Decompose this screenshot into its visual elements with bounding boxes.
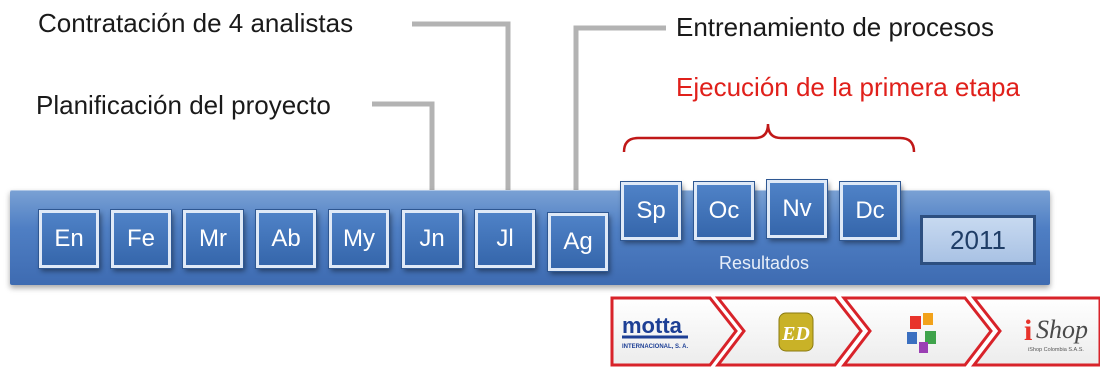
month-ab: Ab — [256, 210, 316, 268]
bracket-ejecucion — [622, 123, 916, 153]
motta-wordmark: motta — [622, 313, 683, 338]
month-fe: Fe — [111, 210, 171, 268]
callout-planificacion: Planificación del proyecto — [36, 90, 331, 120]
month-jl: Jl — [475, 210, 535, 268]
ed-logo: ED — [714, 296, 863, 367]
ed-wordmark: ED — [781, 323, 810, 345]
month-en: En — [39, 210, 99, 268]
month-jn: Jn — [402, 210, 462, 268]
month-nv: Nv — [767, 180, 827, 238]
callout-contratacion: Contratación de 4 analistas — [38, 8, 354, 38]
ishop-logo: i Shop iShop Colombia S.A.S. — [970, 296, 1100, 367]
month-ag: Ag — [548, 213, 608, 271]
month-oc: Oc — [694, 182, 754, 240]
connector-entrenamiento — [573, 25, 666, 208]
svg-text:i: i — [1024, 314, 1032, 347]
callout-ejecucion: Ejecución de la primera etapa — [676, 72, 1020, 102]
month-mr: Mr — [183, 210, 243, 268]
ishop-wordmark: Shop — [1036, 315, 1088, 344]
year-box: 2011 — [920, 215, 1036, 265]
callout-entrenamiento: Entrenamiento de procesos — [676, 12, 994, 42]
connector-planificacion — [372, 101, 435, 208]
results-label: Resultados — [718, 253, 810, 273]
connector-contratacion — [412, 21, 511, 200]
month-my: My — [329, 210, 389, 268]
shopping-bags-icon — [840, 296, 993, 367]
motta-subtitle: INTERNACIONAL, S. A. — [622, 344, 688, 350]
motta-logo: motta INTERNACIONAL, S. A. — [610, 296, 738, 367]
logo-strip: motta INTERNACIONAL, S. A. ED i Shop iSh… — [610, 296, 1100, 367]
month-dc: Dc — [840, 182, 900, 240]
month-sp: Sp — [621, 182, 681, 240]
ishop-subtitle: iShop Colombia S.A.S. — [1028, 347, 1084, 353]
